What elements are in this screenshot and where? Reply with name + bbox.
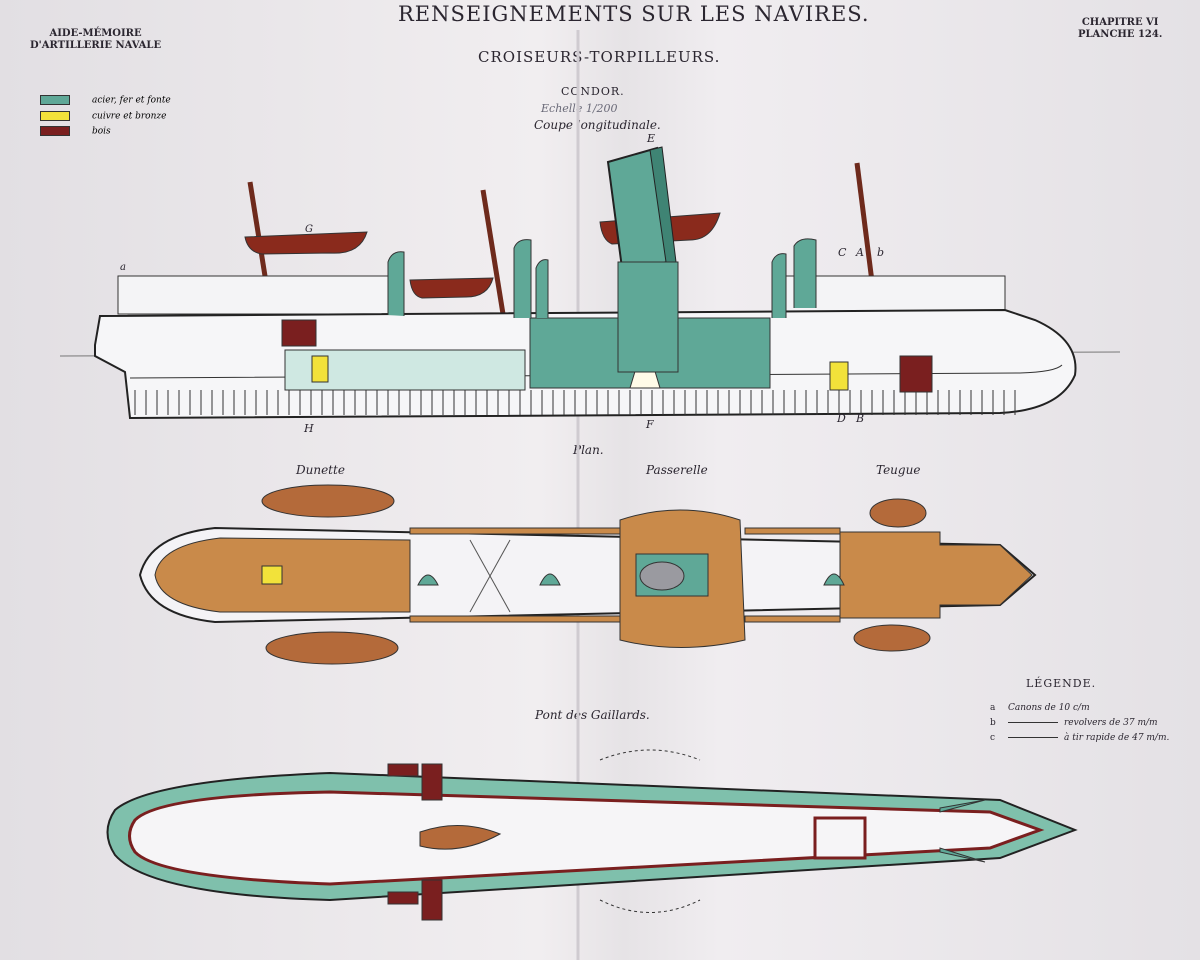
walkway-stbd-fore (744, 615, 841, 623)
wood-swatch (40, 126, 70, 136)
passerelle-label: Passerelle (646, 463, 708, 477)
inner-deck-line (129, 364, 1063, 379)
funnel-top (639, 561, 685, 591)
plan-view-label: Plan. (573, 443, 604, 457)
wood-crate (281, 319, 317, 347)
plan-gun-mount (539, 573, 561, 586)
rigging-line (469, 539, 511, 613)
brass-fitting (829, 361, 849, 391)
plan-gun-mount (417, 574, 439, 586)
ventilator (771, 253, 787, 318)
series-header: AIDE-MÉMOIRE D'ARTILLERIE NAVALE (30, 28, 161, 52)
gaillards-boat (419, 825, 502, 850)
teugue-label: Teugue (876, 463, 921, 477)
series-line-1: AIDE-MÉMOIRE (49, 28, 142, 39)
plan-boat-port-aft (261, 484, 395, 518)
material-key-brass: cuivre et bronze (40, 111, 166, 122)
aft-boat (244, 231, 368, 255)
gaillards-deck (128, 790, 1045, 886)
material-key-steel: acier, fer et fonte (40, 95, 171, 106)
gaillards-davit (387, 763, 419, 777)
legend-key: a (990, 703, 996, 713)
section-mark-e: E (646, 132, 655, 145)
ditto-line (1008, 722, 1058, 723)
legend-key: b (990, 718, 996, 728)
legend-text: revolvers de 37 m/m (1064, 718, 1158, 728)
dunette-label: Dunette (296, 463, 345, 477)
aft-superstructure (117, 275, 389, 315)
brass-swatch (40, 111, 70, 121)
longitudinal-section (59, 146, 1121, 420)
ship-class-title: CROISEURS-TORPILLEURS. (478, 48, 721, 66)
ventilator (387, 251, 405, 316)
material-key-wood: bois (40, 126, 111, 137)
gaillards-view (106, 749, 1078, 921)
legend-item-a: a Canons de 10 c/m (990, 703, 1090, 713)
brass-fitting (311, 355, 329, 383)
section-mark-b: b (877, 246, 884, 259)
material-label: acier, fer et fonte (92, 95, 171, 106)
section-mark-h: H (303, 422, 314, 435)
section-mark-d: D (836, 412, 846, 425)
legend-key: c (990, 733, 996, 743)
section-view-label: Coupe longitudinale. (534, 118, 661, 132)
plan-boat-stbd-aft (265, 631, 399, 665)
section-mark-a: A (855, 246, 864, 259)
plan-brass-fitting (261, 565, 283, 585)
funnel-casing (617, 261, 679, 373)
walkway-port (409, 527, 621, 535)
ventilator (513, 239, 532, 318)
plate-number-line: PLANCHE 124. (1078, 29, 1163, 40)
plan-boat-port-fore (869, 498, 927, 528)
wood-crate (899, 355, 933, 393)
ventilator (793, 238, 817, 308)
forecastle-hatch (813, 816, 867, 860)
ventilator (535, 259, 549, 318)
steel-swatch (40, 95, 70, 105)
series-line-2: D'ARTILLERIE NAVALE (30, 40, 162, 51)
hull-frames (134, 390, 1016, 415)
gaillards-davit (421, 879, 443, 921)
bow-gun (939, 847, 986, 863)
plan-boat-stbd-fore (853, 624, 931, 652)
section-mark-a-lower: a (120, 262, 126, 273)
legend-item-c: c à tir rapide de 47 m/m. (990, 733, 1169, 743)
legend-text: à tir rapide de 47 m/m. (1064, 733, 1170, 743)
gaillards-davit (421, 763, 443, 801)
material-label: bois (92, 126, 111, 137)
chapter-header: CHAPITRE VI PLANCHE 124. (1078, 17, 1162, 41)
plan-gun-mount (823, 573, 845, 586)
gun-arc (599, 749, 701, 761)
legend-text: Canons de 10 c/m (1008, 703, 1090, 713)
mid-boat (409, 277, 494, 299)
gaillards-davit (387, 891, 419, 905)
bow-gun (939, 799, 986, 813)
walkway-port-fore (744, 527, 841, 535)
section-mark-g: G (305, 224, 313, 235)
section-mark-b-lower: B (855, 412, 864, 425)
gun-arc (599, 899, 701, 913)
legend-title: LÉGENDE. (1026, 677, 1097, 690)
plan-view (138, 484, 1037, 665)
teugue-deck (839, 531, 1033, 619)
walkway-stbd (409, 615, 621, 623)
legend-item-b: b revolvers de 37 m/m (990, 718, 1158, 728)
plate-title: RENSEIGNEMENTS SUR LES NAVIRES. (398, 2, 870, 26)
chapter-line: CHAPITRE VI (1081, 17, 1159, 28)
gaillards-view-label: Pont des Gaillards. (535, 708, 650, 722)
section-mark-f: F (645, 418, 654, 431)
section-mark-c: C (838, 246, 847, 259)
material-label: cuivre et bronze (92, 111, 167, 122)
ditto-line (1008, 737, 1058, 738)
